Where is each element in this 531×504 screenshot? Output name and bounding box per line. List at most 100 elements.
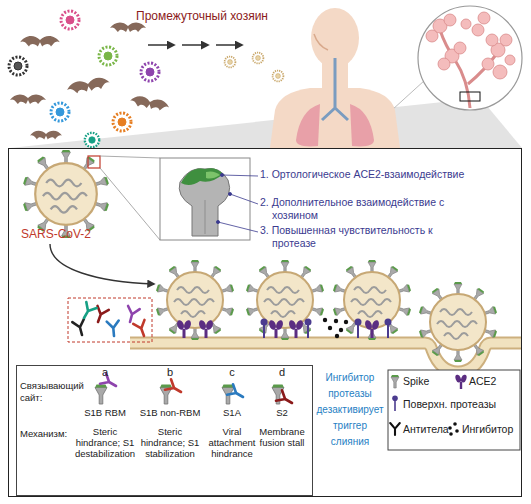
spike-zoom: [160, 158, 258, 240]
legend-box: [454, 374, 467, 389]
spike-zoom: [206, 171, 220, 178]
receptors: [176, 319, 192, 338]
lung-zoom: [493, 65, 507, 79]
mechanism-text: Membrane fusion stall: [249, 426, 315, 448]
bat-viruses: [9, 57, 27, 75]
column-letter: d: [272, 366, 292, 379]
bat-viruses: [113, 113, 131, 131]
sars-cov-2-virus: [100, 156, 160, 158]
inhibitor-dots: [339, 328, 343, 332]
bats: [110, 22, 146, 32]
human-figure: [270, 8, 400, 148]
antibody-group: [107, 321, 120, 337]
lung-zoom: [454, 42, 466, 54]
lung-zoom: [505, 55, 515, 65]
binding-site-icons: [165, 379, 184, 397]
sars-cov-2-virus: [100, 168, 160, 240]
column-letter: b: [160, 366, 180, 379]
host-label: Промежуточный хозяин: [136, 9, 286, 23]
human-figure: [322, 58, 348, 120]
binding-site: S1B RBM: [73, 407, 137, 418]
antibody-group: [72, 319, 87, 337]
binding-site: S2: [250, 407, 314, 418]
legend-box: [390, 423, 400, 435]
bat-viruses: [85, 133, 99, 147]
legend-text: Поверхн. протеазы: [403, 398, 518, 411]
lung-zoom: [444, 14, 456, 26]
column-letter: a: [95, 366, 115, 379]
sars-cov-2-virus: [88, 156, 100, 168]
bats: [10, 94, 46, 104]
spike-zoom: [179, 168, 229, 236]
receptors: [176, 319, 392, 339]
lung-zoom: [478, 12, 490, 24]
cell-surface-viruses: [156, 260, 498, 362]
lung-zoom: [486, 34, 498, 46]
mechanism-text: Steric hindrance; S1 destabilization: [72, 426, 138, 459]
bat-viruses: [9, 11, 159, 147]
human-figure: [314, 34, 328, 50]
spike-zoom: [218, 222, 258, 232]
transmission-arrows: [216, 44, 242, 46]
binding-site-icons: [95, 385, 107, 405]
lung-zoom: [500, 34, 512, 46]
legend-box: [388, 370, 520, 450]
legend-text: Spike: [403, 375, 453, 388]
lung-zoom: [440, 30, 498, 108]
transmission-arrows: [148, 45, 283, 81]
human-figure: [296, 104, 320, 146]
human-figure: [350, 104, 374, 146]
spike-zoom: [230, 194, 258, 204]
inhibitor-dots: [323, 318, 348, 338]
binding-site-icons: [95, 373, 295, 408]
inhibitor-dots: [335, 334, 339, 338]
antibody-group: [79, 302, 97, 321]
mechanism-text: Viral attachment hindrance: [199, 426, 265, 459]
lung-zoom: [426, 30, 438, 42]
legend-box: [448, 426, 452, 430]
binding-site-icons: [276, 390, 295, 408]
spike-zoom: [181, 168, 223, 185]
bat-viruses: [99, 47, 117, 65]
receptors: [385, 319, 392, 339]
feature-item: 2. Дополнительное взаимодействие с хозяи…: [260, 196, 465, 222]
lung-zoom: [460, 92, 480, 101]
lung-zoom: [438, 58, 450, 70]
legend-box: [392, 395, 398, 411]
spike-zoom: [205, 200, 206, 234]
binding-site-icons: [227, 384, 246, 402]
zoom-wedge: [10, 100, 522, 148]
spike-zoom: [228, 192, 231, 195]
spike-zoom: [216, 173, 258, 232]
antibody-group: [133, 320, 149, 338]
feature-item: 1. Ортологическое ACE2-взаимодействие: [260, 168, 465, 181]
receptors: [261, 319, 268, 339]
spike-zoom: [220, 173, 223, 176]
legend-box: [448, 422, 459, 436]
legend-box: [391, 375, 399, 388]
bats: [10, 22, 170, 139]
binding-site: S1A: [200, 407, 264, 418]
legend-text: Ингибитор: [462, 423, 518, 436]
receptors: [198, 319, 214, 338]
receptors: [364, 319, 380, 338]
legend-text: Антитела: [403, 423, 451, 436]
sars-cov-2-virus: [23, 150, 160, 240]
legend-box: [388, 370, 520, 450]
legend-box: [449, 432, 453, 436]
spike-zoom: [160, 158, 250, 240]
sars-cov-2-virus: [23, 150, 109, 238]
inhibitor-dots: [328, 326, 332, 330]
legend-box: [455, 429, 459, 433]
bat-viruses: [61, 11, 79, 29]
transmission-arrows: [225, 57, 236, 68]
antibody-group: [68, 298, 152, 342]
lung-zoom: [426, 12, 515, 79]
antibody-group: [124, 306, 139, 324]
receptors: [305, 319, 312, 339]
transmission-arrows: [148, 44, 174, 46]
antibody-group: [68, 298, 152, 342]
mechanism-text: Steric hindrance; S1 stabilization: [137, 426, 203, 459]
inhibitor-note: Ингибитор протеазы дезактивирует триггер…: [314, 370, 386, 450]
legend-text: ACE2: [469, 375, 517, 388]
